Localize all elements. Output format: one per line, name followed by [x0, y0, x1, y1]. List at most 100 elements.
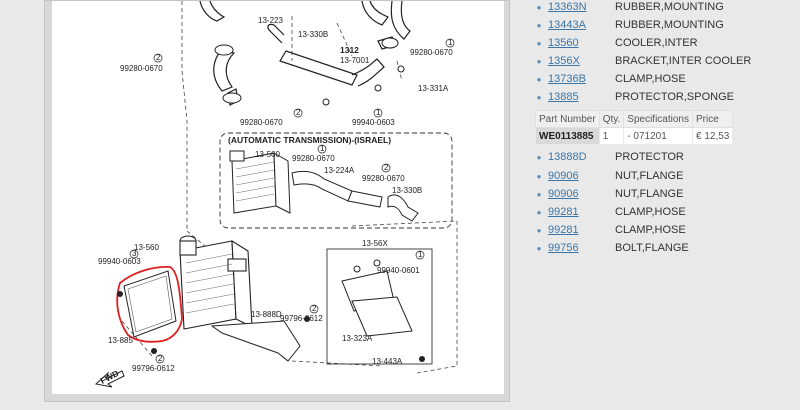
parts-list: ● 13363N RUBBER,MOUNTING ● 13443A RUBBER… [524, 0, 800, 410]
part-code-link[interactable]: 13363N [548, 1, 587, 13]
part-code-link[interactable]: 99756 [548, 242, 579, 254]
svg-text:99796-0612: 99796-0612 [280, 314, 323, 323]
fwd-arrow-icon [94, 370, 125, 388]
bullet-dot-icon: ● [536, 172, 542, 181]
svg-text:13-224A: 13-224A [324, 166, 355, 175]
svg-text:99940-0601: 99940-0601 [377, 266, 420, 275]
diagram-panel: 13-223 13-330B 1312 13-7001 99280-0670 9… [44, 0, 510, 402]
table-header-row: Part Number Qty. Specifications Price [535, 110, 734, 128]
cell-specifications: - 071201 [623, 127, 693, 145]
bullet-dot-icon: ● [536, 57, 542, 66]
column-header-specifications: Specifications [623, 110, 693, 128]
list-item[interactable]: ● 1356X BRACKET,INTER COOLER [524, 53, 800, 71]
part-description: COOLER,INTER [615, 37, 698, 49]
svg-text:13-560: 13-560 [255, 150, 280, 159]
svg-text:2: 2 [158, 354, 163, 363]
part-code-link[interactable]: 13736B [548, 73, 586, 85]
svg-text:13-330B: 13-330B [392, 186, 422, 195]
part-code-link[interactable]: 90906 [548, 170, 579, 182]
bullet-dot-icon: ● [536, 3, 542, 12]
part-description: NUT,FLANGE [615, 188, 684, 200]
svg-text:13-885: 13-885 [108, 336, 133, 345]
svg-text:1: 1 [448, 38, 453, 47]
part-code-link[interactable]: 99281 [548, 224, 579, 236]
part-code-link[interactable]: 13885 [548, 91, 579, 103]
cell-part-number[interactable]: WE0113885 [535, 127, 600, 145]
list-item[interactable]: ● 13888D PROTECTOR [524, 149, 800, 167]
part-description: CLAMP,HOSE [615, 224, 686, 236]
cell-qty: 1 [598, 127, 625, 145]
svg-text:1: 1 [376, 108, 381, 117]
part-code-link[interactable]: 99281 [548, 206, 579, 218]
part-detail-table: Part Number Qty. Specifications Price WE… [535, 110, 734, 145]
list-item[interactable]: ● 99756 BOLT,FLANGE [524, 240, 800, 258]
svg-text:99280-0670: 99280-0670 [120, 64, 163, 73]
part-code-link[interactable]: 1356X [548, 55, 580, 67]
list-item[interactable]: ● 13363N RUBBER,MOUNTING [524, 0, 800, 17]
cell-price: € 12,53 [691, 127, 734, 145]
svg-text:1: 1 [320, 144, 325, 153]
part-description: NUT,FLANGE [615, 170, 684, 182]
bullet-dot-icon: ● [536, 93, 542, 102]
svg-text:2: 2 [156, 53, 161, 62]
svg-text:99280-0670: 99280-0670 [410, 48, 453, 57]
part-code-link[interactable]: 13443A [548, 19, 586, 31]
svg-text:13-330B: 13-330B [298, 30, 328, 39]
bullet-dot-icon: ● [536, 190, 542, 199]
svg-text:13-888D: 13-888D [251, 310, 282, 319]
part-description: RUBBER,MOUNTING [615, 19, 724, 31]
column-header-qty: Qty. [598, 110, 625, 128]
svg-text:99280-0670: 99280-0670 [240, 118, 283, 127]
part-code-link[interactable]: 13560 [548, 37, 579, 49]
part-code-link[interactable]: 13888D [548, 151, 587, 163]
svg-text:2: 2 [312, 304, 317, 313]
bullet-dot-icon: ● [536, 208, 542, 217]
list-item[interactable]: ● 99281 CLAMP,HOSE [524, 204, 800, 222]
svg-text:99940-0603: 99940-0603 [98, 257, 141, 266]
list-item[interactable]: ● 90906 NUT,FLANGE [524, 186, 800, 204]
part-description: PROTECTOR [615, 151, 684, 163]
list-item[interactable]: ● 13736B CLAMP,HOSE [524, 71, 800, 89]
svg-text:1312: 1312 [340, 45, 359, 55]
bullet-dot-icon: ● [536, 226, 542, 235]
svg-text:13-331A: 13-331A [418, 84, 449, 93]
svg-text:99796-0612: 99796-0612 [132, 364, 175, 373]
list-item[interactable]: ● 13443A RUBBER,MOUNTING [524, 17, 800, 35]
part-description: BOLT,FLANGE [615, 242, 689, 254]
svg-text:(AUTOMATIC TRANSMISSION)-(ISRA: (AUTOMATIC TRANSMISSION)-(ISRAEL) [228, 135, 391, 145]
svg-text:13-323A: 13-323A [342, 334, 373, 343]
svg-text:99940-0603: 99940-0603 [352, 118, 395, 127]
column-header-part-number: Part Number [535, 110, 600, 128]
svg-text:13-56X: 13-56X [362, 239, 388, 248]
bullet-dot-icon: ● [536, 39, 542, 48]
svg-text:1: 1 [418, 250, 423, 259]
list-item[interactable]: ● 90906 NUT,FLANGE [524, 168, 800, 186]
svg-text:2: 2 [384, 163, 389, 172]
svg-text:99280-0670: 99280-0670 [292, 154, 335, 163]
svg-text:13-7001: 13-7001 [340, 56, 370, 65]
bullet-dot-icon: ● [536, 21, 542, 30]
part-description: CLAMP,HOSE [615, 206, 686, 218]
part-description: RUBBER,MOUNTING [615, 1, 724, 13]
part-description: BRACKET,INTER COOLER [615, 55, 752, 67]
list-item[interactable]: ● 13560 COOLER,INTER [524, 35, 800, 53]
table-row[interactable]: WE0113885 1 - 071201 € 12,53 [535, 127, 734, 145]
highlight-circle [116, 266, 183, 343]
list-item[interactable]: ● 99281 CLAMP,HOSE [524, 222, 800, 240]
parts-diagram[interactable]: 13-223 13-330B 1312 13-7001 99280-0670 9… [52, 1, 504, 394]
part-description: CLAMP,HOSE [615, 73, 686, 85]
part-description: PROTECTOR,SPONGE [615, 91, 734, 103]
column-header-price: Price [691, 110, 734, 128]
svg-text:99280-0670: 99280-0670 [362, 174, 405, 183]
svg-text:13-223: 13-223 [258, 16, 283, 25]
list-item[interactable]: ● 13885 PROTECTOR,SPONGE [524, 89, 800, 107]
bullet-dot-icon: ● [536, 244, 542, 253]
svg-text:13-443A: 13-443A [372, 357, 403, 366]
bullet-dot-icon: ● [536, 75, 542, 84]
bullet-dot-icon: ● [536, 153, 542, 162]
intercooler-exploded-view: 13-223 13-330B 1312 13-7001 99280-0670 9… [94, 1, 458, 388]
svg-text:3: 3 [132, 249, 137, 258]
svg-text:2: 2 [296, 108, 301, 117]
part-code-link[interactable]: 90906 [548, 188, 579, 200]
svg-text:13-560: 13-560 [134, 243, 159, 252]
